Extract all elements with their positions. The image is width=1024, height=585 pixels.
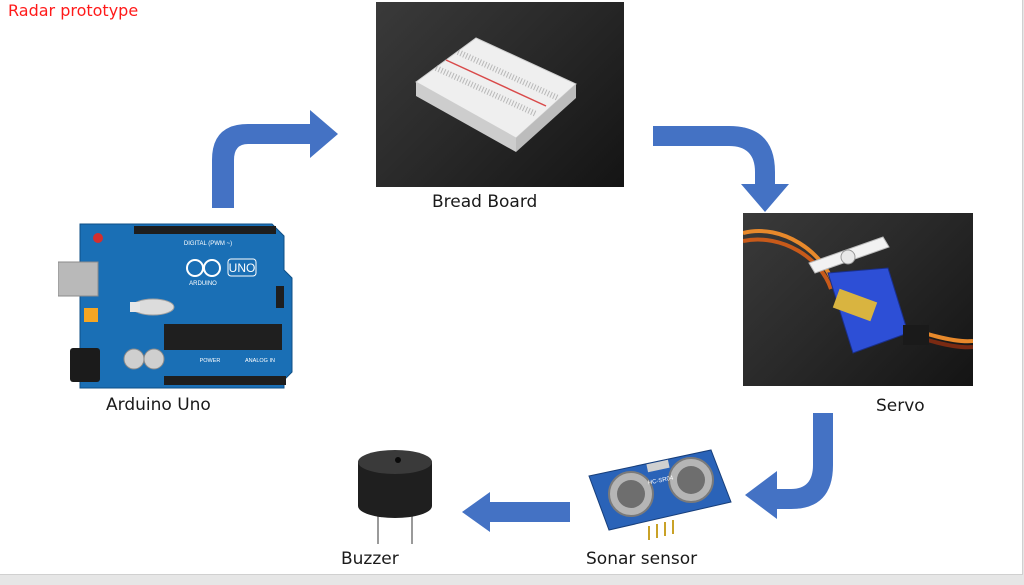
arduino-uno-image: UNO ARDUINO DIGITAL (PWM ~) POWER ANALOG…	[58, 223, 293, 389]
arduino-sub-text: ARDUINO	[189, 281, 217, 287]
breadboard-label: Bread Board	[432, 192, 538, 212]
servo-label: Servo	[876, 396, 925, 416]
sonar-label: Sonar sensor	[586, 549, 698, 569]
arduino-label: Arduino Uno	[106, 395, 211, 415]
slide-title: Radar prototype	[8, 1, 139, 20]
sonar-sensor-image: HC-SR04	[588, 449, 732, 540]
arduino-power-text: POWER	[200, 358, 221, 364]
arduino-digital-text: DIGITAL (PWM ~)	[184, 241, 232, 247]
arrow-servo-to-sonar	[745, 413, 833, 519]
arrow-sonar-to-buzzer	[462, 492, 570, 532]
sonar-module-text: HC-SR04	[648, 475, 675, 486]
servo-image	[742, 213, 974, 386]
arduino-analog-text: ANALOG IN	[245, 358, 275, 364]
buzzer-image	[358, 450, 432, 544]
buzzer-label: Buzzer	[341, 549, 399, 569]
breadboard-image	[376, 2, 624, 187]
arrow-breadboard-to-servo	[653, 126, 789, 212]
arrow-arduino-to-breadboard	[212, 110, 338, 208]
arduino-brand-text: UNO	[229, 261, 256, 275]
